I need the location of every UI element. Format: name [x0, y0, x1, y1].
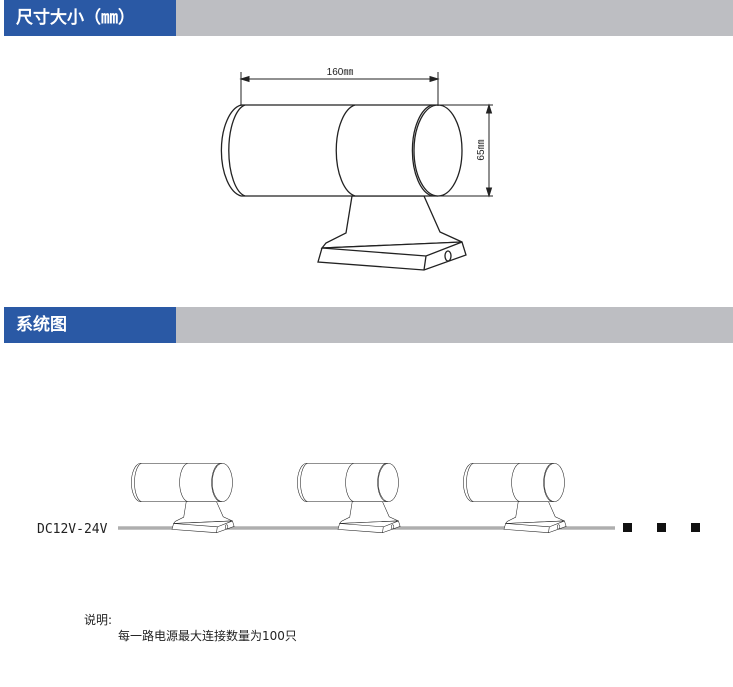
- continuation-mark: [623, 523, 632, 532]
- section-header-system: 系统图: [4, 307, 733, 343]
- system-wiring-diagram: DC12V-24V: [37, 463, 700, 537]
- continuation-mark: [691, 523, 700, 532]
- notes-heading: 说明:: [84, 613, 113, 627]
- width-dimension-label: 160㎜: [327, 67, 354, 78]
- continuation-mark: [657, 523, 666, 532]
- lamp-1: [131, 463, 235, 533]
- power-label: DC12V-24V: [37, 522, 108, 537]
- lamp-3: [463, 463, 567, 533]
- lamp-dimension-drawing: 160㎜ 65㎜: [220, 67, 493, 271]
- section-header-dimensions: 尺寸大小（㎜）: [4, 0, 733, 36]
- height-dimension-label: 65㎜: [476, 139, 487, 160]
- section-title: 尺寸大小（㎜）: [4, 0, 176, 36]
- section-title: 系统图: [4, 307, 176, 343]
- lamp-2: [297, 463, 401, 533]
- notes-text: 每一路电源最大连接数量为100只: [118, 629, 297, 643]
